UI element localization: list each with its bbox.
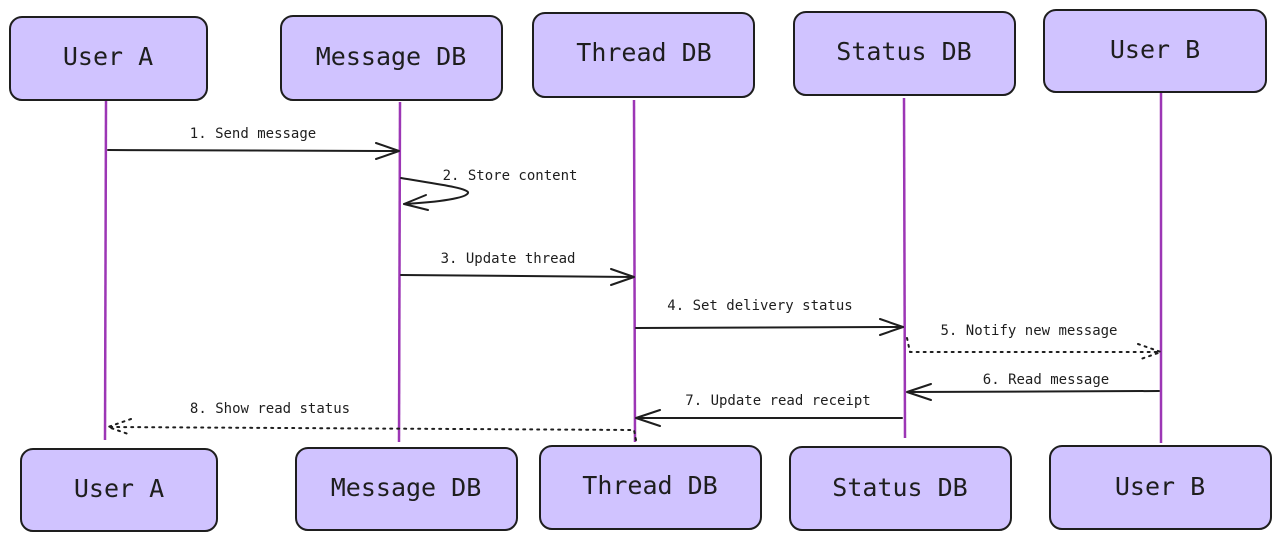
participant-status-db-bottom: Status DB — [789, 446, 1012, 531]
message-7-arrow — [635, 409, 903, 427]
participant-user-b-top: User B — [1043, 9, 1267, 93]
lifeline-message-db — [397, 101, 402, 443]
message-4-label: 4. Set delivery status — [667, 298, 852, 314]
participant-label: Thread DB — [582, 471, 717, 500]
participant-label: Status DB — [836, 37, 971, 66]
message-3-arrow — [400, 268, 635, 286]
message-7-label: 7. Update read receipt — [685, 393, 870, 409]
participant-label: Thread DB — [576, 38, 711, 67]
participant-thread-db-top: Thread DB — [532, 12, 755, 98]
participant-message-db-bottom: Message DB — [295, 447, 518, 531]
participant-label: Message DB — [316, 42, 467, 71]
participant-label: User B — [1115, 472, 1205, 501]
message-1-arrow — [107, 142, 400, 160]
participant-label: User A — [63, 42, 153, 71]
participant-status-db-top: Status DB — [793, 11, 1016, 96]
lifeline-user-a — [103, 99, 108, 441]
lifeline-thread-db — [632, 99, 637, 443]
participant-user-a-bottom: User A — [20, 448, 218, 532]
message-8-arrow — [107, 418, 637, 441]
participant-label: Status DB — [832, 473, 967, 502]
message-2-arrow — [400, 177, 470, 211]
lifeline-status-db — [902, 97, 907, 439]
message-6-label: 6. Read message — [983, 372, 1109, 388]
participant-label: Message DB — [331, 473, 482, 502]
message-5-label: 5. Notify new message — [940, 323, 1117, 339]
message-6-arrow — [906, 383, 1160, 401]
participant-label: User B — [1110, 35, 1200, 64]
participant-user-b-bottom: User B — [1049, 445, 1272, 530]
participant-thread-db-bottom: Thread DB — [539, 445, 762, 530]
message-2-label: 2. Store content — [443, 168, 578, 184]
participant-user-a-top: User A — [9, 16, 208, 101]
message-8-label: 8. Show read status — [190, 401, 350, 417]
message-3-label: 3. Update thread — [441, 251, 576, 267]
message-4-arrow — [635, 318, 904, 336]
message-5-arrow — [906, 337, 1162, 361]
participant-label: User A — [74, 474, 164, 503]
message-1-label: 1. Send message — [190, 126, 316, 142]
participant-message-db-top: Message DB — [280, 15, 503, 101]
